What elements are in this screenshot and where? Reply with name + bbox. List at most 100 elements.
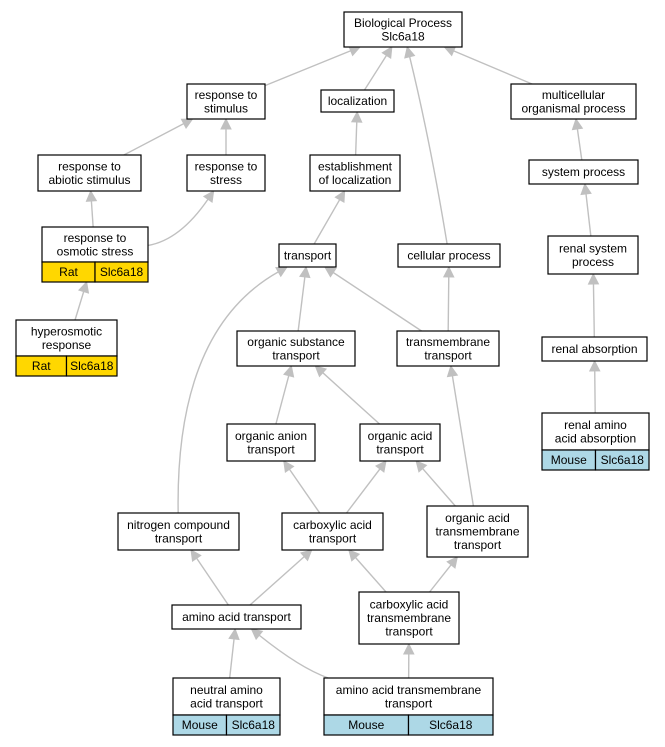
node-amino-acid-transport[interactable]: amino acid transport — [171, 604, 302, 630]
arrowhead — [415, 460, 428, 473]
edge-line — [177, 271, 279, 514]
node-label: transport — [454, 538, 502, 552]
edge-renal-amino-to-renal-absorption — [588, 359, 601, 414]
node-box — [510, 83, 637, 120]
node-box — [171, 604, 302, 630]
node-box — [359, 423, 441, 462]
edge-line — [123, 123, 185, 156]
node-label: abiotic stimulus — [48, 173, 130, 187]
edge-response-abiotic-to-response-to-stimulus — [123, 118, 194, 156]
arrowhead — [283, 460, 295, 473]
node-box — [236, 330, 356, 367]
node-box — [15, 319, 118, 357]
edge-line — [275, 375, 290, 425]
node-label: establishment — [318, 159, 393, 173]
arrowhead — [443, 45, 457, 57]
node-localization[interactable]: localization — [320, 89, 395, 113]
edge-line — [249, 556, 305, 606]
node-label: Biological Process — [354, 16, 452, 30]
node-renal-absorption[interactable]: renal absorption — [541, 336, 648, 362]
node-label: transport — [272, 348, 320, 362]
edge-line — [451, 375, 475, 507]
node-label: of localization — [319, 173, 392, 187]
gene-tag — [94, 261, 149, 283]
arrowhead — [77, 280, 90, 294]
edge-line — [592, 283, 596, 338]
edge-line — [228, 638, 235, 679]
arrowhead — [299, 265, 311, 279]
edge-amino-acid-transport-to-nitrogen — [190, 549, 229, 606]
arrowhead — [250, 628, 264, 641]
edge-carboxylic-tm-to-organic-acid-tm — [429, 556, 459, 593]
node-label: transmembrane — [367, 611, 451, 625]
node-box — [41, 226, 149, 263]
edge-line — [354, 557, 387, 593]
node-label: amino acid transmembrane — [336, 683, 482, 697]
node-label: cellular process — [407, 249, 490, 263]
edge-line — [322, 372, 381, 425]
arrowhead — [446, 556, 459, 569]
node-transport[interactable]: transport — [278, 243, 337, 268]
edge-organic-anion-to-organic-substance — [275, 364, 295, 425]
edge-organic-acid-tm-to-organic-acid — [415, 460, 456, 507]
edge-line — [288, 468, 321, 514]
node-label: response to — [195, 88, 258, 102]
node-box — [397, 243, 501, 268]
node-label: transport — [309, 531, 357, 545]
arrowhead — [228, 627, 240, 641]
node-box — [528, 159, 639, 185]
arrowhead — [587, 272, 600, 285]
node-system-process[interactable]: system process — [528, 159, 639, 185]
species-label: Mouse — [551, 453, 587, 467]
node-cellular-process[interactable]: cellular process — [397, 243, 501, 268]
arrowhead — [588, 359, 601, 372]
node-label: transport — [376, 442, 424, 456]
edge-line — [354, 121, 358, 156]
edge-line — [453, 50, 533, 85]
node-label: transport — [424, 348, 472, 362]
edge-organic-substance-to-transport — [297, 265, 311, 332]
edge-neutral-amino-to-amino-acid-transport — [228, 627, 240, 679]
edge-line — [147, 198, 209, 247]
node-box — [541, 412, 650, 451]
node-label: osmotic stress — [57, 244, 134, 258]
edge-line — [429, 564, 452, 593]
node-label: renal absorption — [551, 342, 637, 356]
node-label: transport — [247, 442, 295, 456]
node-label: organic acid — [368, 429, 433, 443]
gene-label: Slc6a18 — [100, 265, 144, 279]
arrowhead — [314, 365, 328, 378]
edge-layer — [74, 45, 601, 679]
edge-line — [74, 291, 85, 321]
arrowhead — [381, 46, 393, 59]
node-box — [186, 83, 266, 120]
edge-nitrogen-to-transport — [177, 266, 289, 514]
edge-line — [345, 468, 381, 514]
arrowhead — [220, 117, 232, 130]
gene-tag — [65, 355, 118, 377]
edge-line — [408, 56, 448, 245]
gene-label: Slc6a18 — [601, 453, 645, 467]
